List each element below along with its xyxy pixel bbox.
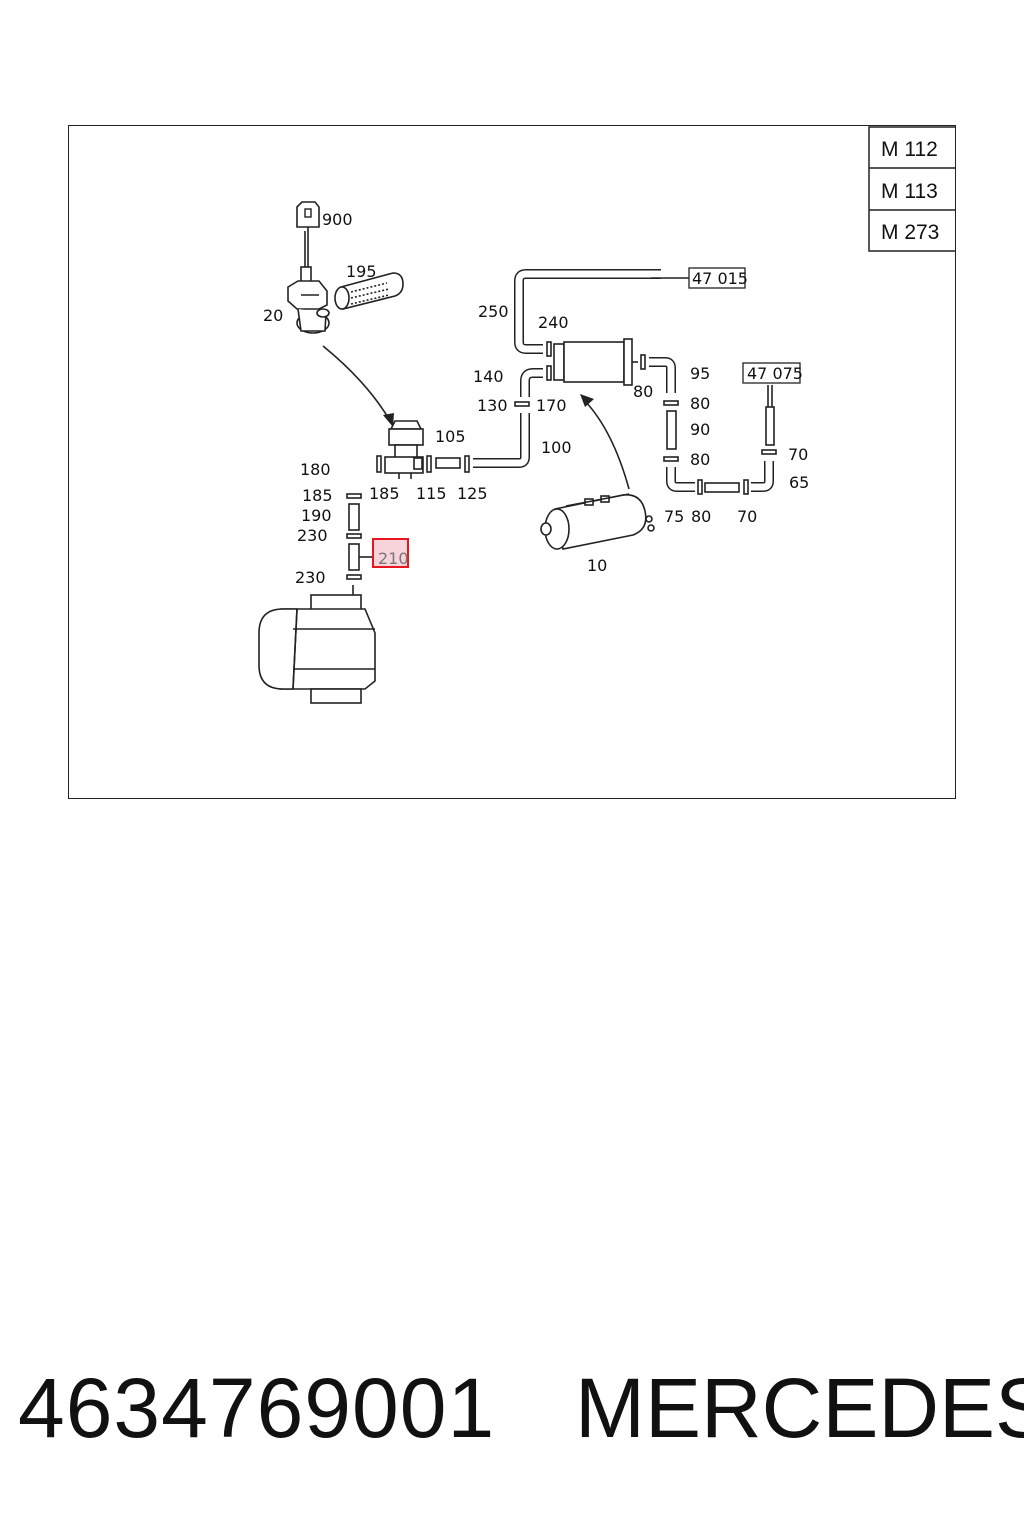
- label-185a: 185: [302, 486, 333, 505]
- purge-canister: [553, 338, 638, 386]
- label-90: 90: [690, 420, 710, 439]
- label-80b: 80: [690, 394, 710, 413]
- footer: 4634769001 MERCEDES: [0, 1360, 1024, 1480]
- label-80d: 80: [691, 507, 711, 526]
- ref-47015: 47 015: [688, 267, 748, 289]
- part-number: 4634769001: [18, 1361, 496, 1455]
- label-10: 10: [587, 556, 607, 575]
- label-100: 100: [541, 438, 572, 457]
- model-m112: M 112: [881, 138, 938, 161]
- label-210: 210: [378, 549, 409, 568]
- label-95: 95: [690, 364, 710, 383]
- label-125: 125: [457, 484, 488, 503]
- connector-900: [296, 201, 320, 269]
- model-m113: M 113: [881, 180, 938, 203]
- svg-text:47 015: 47 015: [692, 269, 748, 288]
- model-table: M 112 M 113 M 273: [868, 126, 955, 252]
- ref-47075: 47 075: [742, 362, 803, 384]
- brand-name: MERCEDES: [575, 1361, 1024, 1455]
- parts-diagram: M 112 M 113 M 273 900 20 195: [258, 126, 955, 704]
- label-240: 240: [538, 313, 569, 332]
- label-80c: 80: [690, 450, 710, 469]
- label-140: 140: [473, 367, 504, 386]
- highlight-210[interactable]: 210: [372, 538, 409, 568]
- intake-manifold: [258, 585, 376, 704]
- svg-text:47 075: 47 075: [747, 364, 803, 383]
- label-250: 250: [478, 302, 509, 321]
- label-20: 20: [263, 306, 283, 325]
- label-115: 115: [416, 484, 447, 503]
- label-230a: 230: [297, 526, 328, 545]
- model-m273: M 273: [881, 221, 939, 244]
- label-70b: 70: [737, 507, 757, 526]
- label-180: 180: [300, 460, 331, 479]
- diagram-frame: M 112 M 113 M 273 900 20 195: [68, 125, 956, 799]
- label-170: 170: [536, 396, 567, 415]
- label-75: 75: [664, 507, 684, 526]
- label-185b: 185: [369, 484, 400, 503]
- label-65: 65: [789, 473, 809, 492]
- label-190: 190: [301, 506, 332, 525]
- filter-195: [334, 272, 404, 311]
- label-195: 195: [346, 262, 377, 281]
- label-70a: 70: [788, 445, 808, 464]
- label-230b: 230: [295, 568, 326, 587]
- valve-20: [287, 266, 330, 334]
- label-130: 130: [477, 396, 508, 415]
- check-valve: [384, 420, 424, 479]
- label-105: 105: [435, 427, 466, 446]
- label-80a: 80: [633, 382, 653, 401]
- charcoal-canister-10: [540, 493, 655, 550]
- label-900: 900: [322, 210, 353, 229]
